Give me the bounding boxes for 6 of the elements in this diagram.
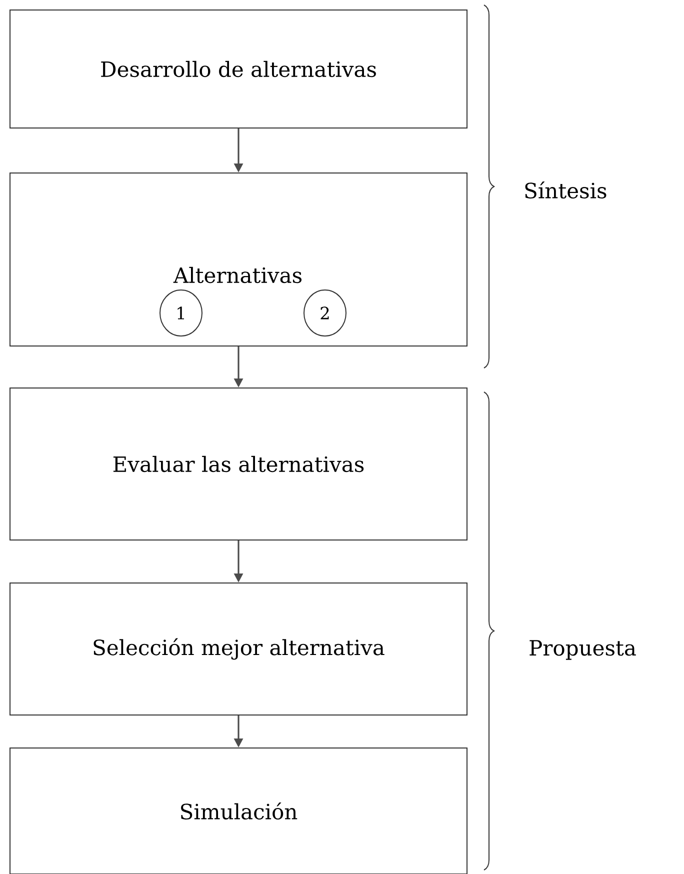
process-box: Simulación: [10, 748, 468, 874]
group-label: Síntesis: [525, 181, 606, 199]
process-box: Evaluar las alternativas: [10, 388, 468, 540]
process-box: Selección mejor alternativa: [10, 582, 468, 716]
process-box: Desarrollo de alternativas: [10, 10, 468, 128]
group-label: Propuesta: [530, 640, 636, 660]
